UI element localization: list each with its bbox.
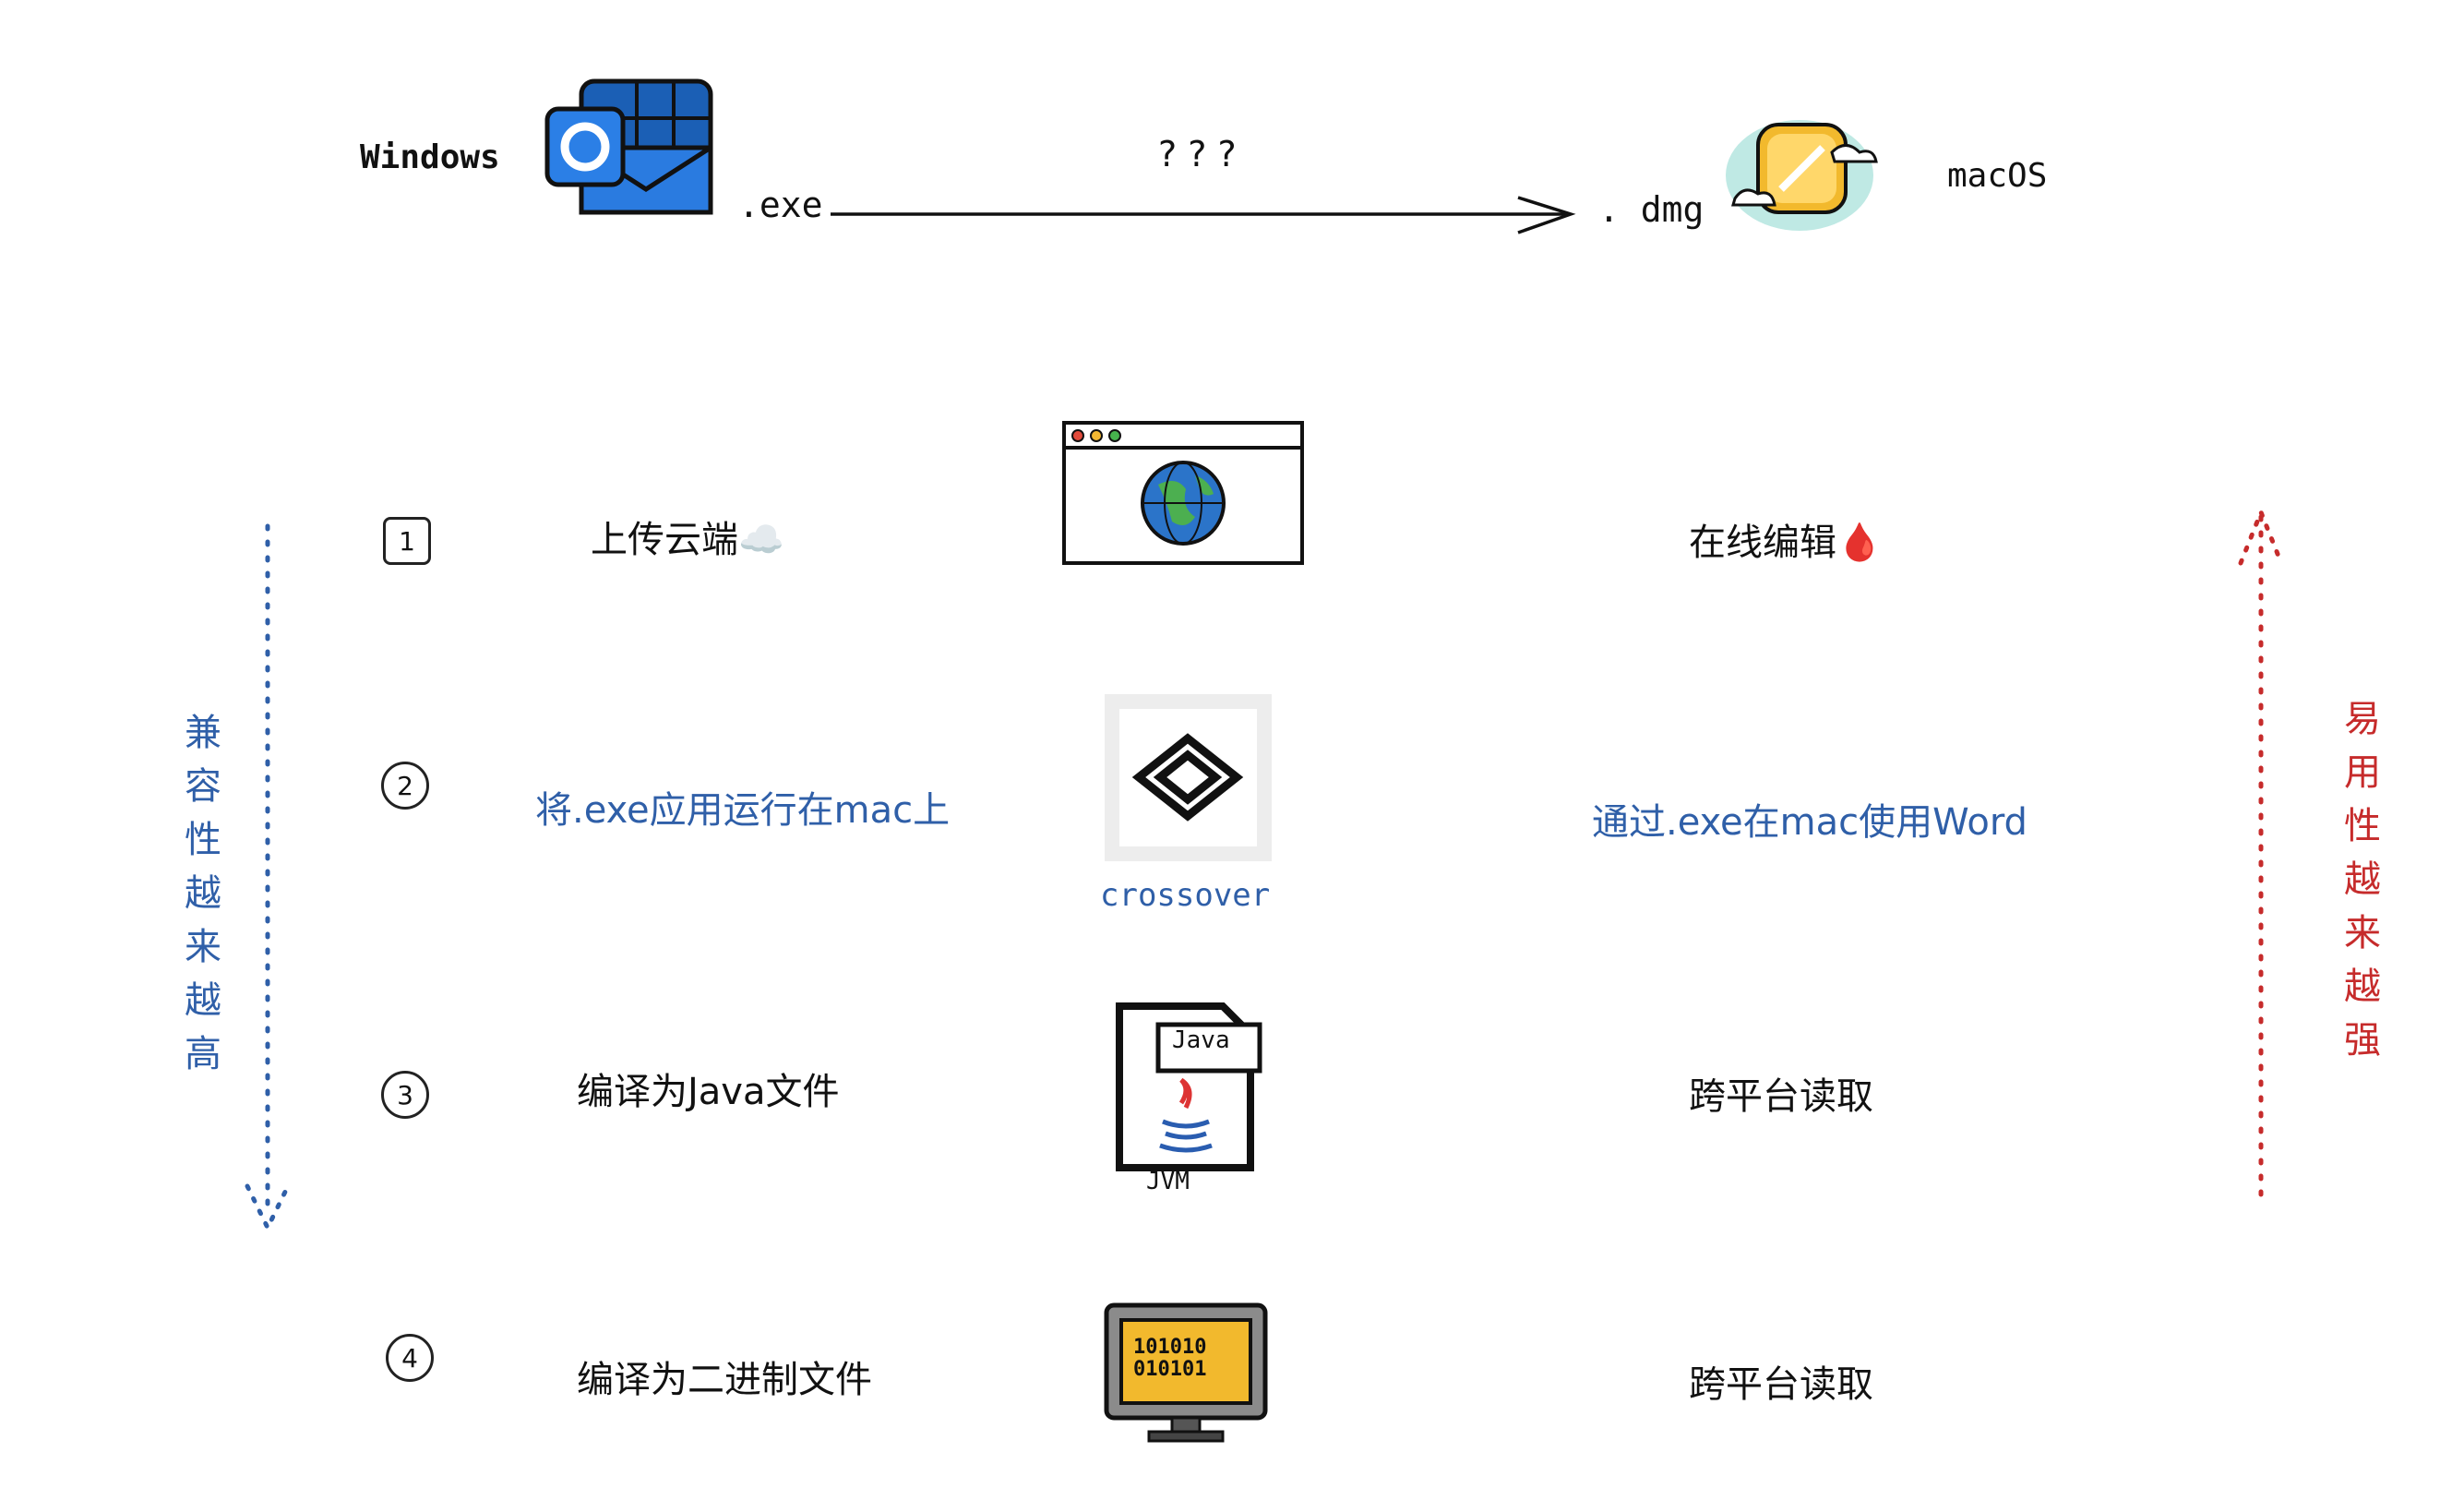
crossover-logo-icon — [1105, 694, 1272, 861]
method-run-exe-on-mac: 将.exe应用运行在mac上 — [535, 789, 951, 832]
step-number-4: 4 — [386, 1334, 434, 1382]
source-extension: .exe — [738, 185, 823, 225]
result-cross-platform-java: 跨平台读取 — [1689, 1075, 1873, 1118]
compatibility-arrow — [245, 523, 291, 1233]
result-cross-platform-binary: 跨平台读取 — [1689, 1363, 1873, 1406]
target-extension: . dmg — [1598, 189, 1704, 230]
binary-line-2: 010101 — [1133, 1358, 1207, 1381]
jvm-caption: JVM — [1146, 1168, 1190, 1195]
source-os-label: Windows — [360, 138, 500, 176]
step-number-1: 1 — [383, 517, 431, 565]
pages-app-icon — [1726, 120, 1878, 231]
outlook-app-icon — [544, 78, 713, 215]
method-compile-java: 编译为Java文件 — [577, 1071, 840, 1113]
result-online-edit: 在线编辑🩸 — [1689, 522, 1883, 564]
step-number-3: 3 — [381, 1071, 429, 1119]
binary-line-1: 101010 — [1133, 1336, 1207, 1359]
crossover-caption: crossover — [1100, 877, 1271, 914]
java-file-tag: Java — [1172, 1026, 1230, 1054]
usability-label: 易用性越来越强 — [2344, 698, 2381, 1062]
usability-arrow — [2238, 506, 2284, 1203]
method-cloud-upload: 上传云端☁️ — [591, 519, 784, 561]
conversion-arrow — [831, 196, 1576, 234]
result-word-via-exe: 通过.exe在mac使用Word — [1592, 801, 2027, 844]
java-file-icon — [1116, 1002, 1262, 1171]
unknown-method-label: ? ? ? — [1158, 134, 1237, 174]
target-os-label: macOS — [1947, 157, 2048, 195]
browser-globe-icon — [1062, 421, 1304, 565]
method-compile-binary: 编译为二进制文件 — [577, 1359, 872, 1401]
binary-monitor-icon — [1104, 1302, 1268, 1443]
step-number-2: 2 — [381, 762, 429, 810]
compatibility-label: 兼容性越来越高 — [185, 712, 221, 1075]
